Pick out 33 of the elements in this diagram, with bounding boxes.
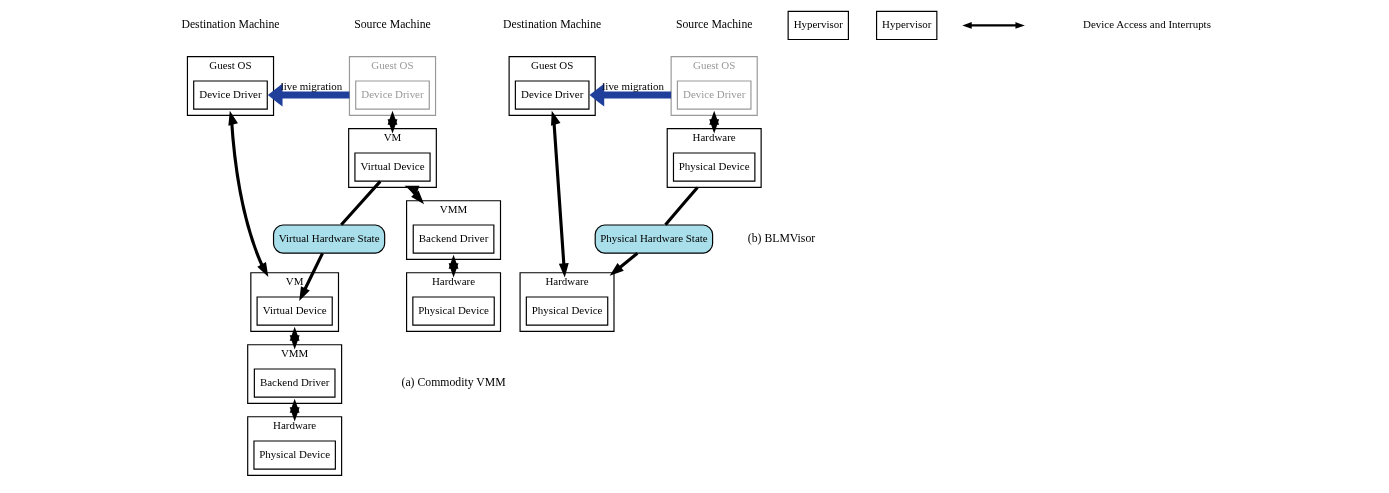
- node-box: Physical Device: [411, 296, 495, 326]
- label: (b) BLMVisor: [747, 231, 815, 245]
- label: Destination Machine: [502, 18, 601, 32]
- node-box: Virtual Device: [353, 152, 431, 182]
- node-box: Physical Device: [252, 440, 336, 470]
- edge-label: live migration: [601, 79, 664, 92]
- arrow: [298, 252, 324, 301]
- node-box: Device Driver: [514, 80, 590, 110]
- node-box: Physical Hardware State: [594, 224, 713, 254]
- node-box: Hypervisor: [875, 10, 937, 41]
- node-box: Device Driver: [676, 80, 752, 110]
- node-box: Backend Driver: [412, 224, 494, 254]
- node-box: Virtual Device: [256, 296, 333, 326]
- edge-label: live migration: [280, 79, 342, 92]
- label: Source Machine: [353, 18, 431, 32]
- arrow: [550, 110, 569, 278]
- node-box: Device Driver: [354, 80, 430, 110]
- label: Destination Machine: [180, 18, 280, 32]
- node-box: Device Driver: [192, 80, 268, 110]
- legend-label: Device Access and Interrupts: [1082, 18, 1211, 31]
- node-box: Backend Driver: [253, 368, 336, 398]
- node-box: Hypervisor: [787, 10, 849, 41]
- connector: [663, 186, 699, 226]
- arrow: [589, 83, 671, 107]
- node-box: Physical Device: [672, 152, 755, 182]
- node-box: Virtual Hardware State: [272, 224, 385, 254]
- label: (a) Commodity VMM: [401, 375, 506, 389]
- arrow: [227, 110, 268, 277]
- arrow: [267, 83, 349, 107]
- connector: [339, 180, 381, 226]
- label: Source Machine: [675, 18, 752, 32]
- node-box: Physical Device: [525, 296, 608, 326]
- arrow: [609, 252, 638, 276]
